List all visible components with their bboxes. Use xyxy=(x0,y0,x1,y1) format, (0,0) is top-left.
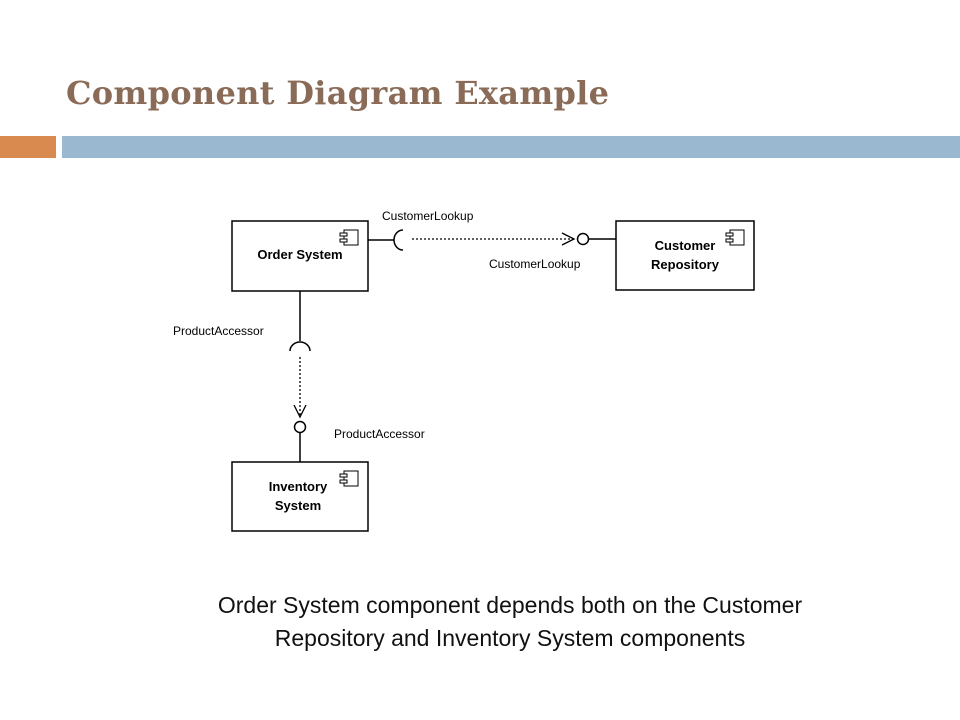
customer-lookup-required-interface: CustomerLookup xyxy=(368,209,474,251)
component-icon xyxy=(339,229,359,246)
customer-lookup-provided-interface: CustomerLookup xyxy=(489,232,616,271)
dependency-arrowhead xyxy=(561,232,576,246)
component-icon xyxy=(725,229,745,246)
product-accessor-provided-label: ProductAccessor xyxy=(334,427,425,441)
customer-repository-component: Customer Repository xyxy=(615,220,755,291)
product-accessor-required-interface: ProductAccessor xyxy=(173,291,311,352)
customer-repository-label-line2: Repository xyxy=(651,257,720,272)
lollipop-icon xyxy=(293,420,307,434)
customer-lookup-dependency xyxy=(412,232,576,246)
inventory-system-label-line1: Inventory xyxy=(269,479,328,494)
slide-caption: Order System component depends both on t… xyxy=(60,589,960,655)
accent-bar-left xyxy=(0,136,56,158)
component-diagram: Order System Customer Repository Invento… xyxy=(173,209,755,532)
socket-icon xyxy=(393,229,404,251)
socket-icon xyxy=(289,341,311,352)
order-system-component: Order System xyxy=(231,220,369,292)
caption-line-2: Repository and Inventory System componen… xyxy=(274,625,746,651)
customer-lookup-provided-label: CustomerLookup xyxy=(489,257,581,271)
component-icon xyxy=(339,470,359,487)
product-accessor-dependency xyxy=(293,357,307,419)
lollipop-icon xyxy=(576,232,590,246)
dependency-arrowhead xyxy=(293,404,307,419)
product-accessor-provided-interface: ProductAccessor xyxy=(293,420,425,462)
inventory-system-label-line2: System xyxy=(275,498,321,513)
product-accessor-required-label: ProductAccessor xyxy=(173,324,264,338)
customer-lookup-required-label: CustomerLookup xyxy=(382,209,474,223)
inventory-system-component: Inventory System xyxy=(231,461,369,532)
accent-bar-right xyxy=(62,136,960,158)
order-system-label: Order System xyxy=(257,247,342,262)
caption-line-1: Order System component depends both on t… xyxy=(217,592,803,618)
customer-repository-label-line1: Customer xyxy=(655,238,716,253)
slide-title: Component Diagram Example xyxy=(66,74,610,112)
